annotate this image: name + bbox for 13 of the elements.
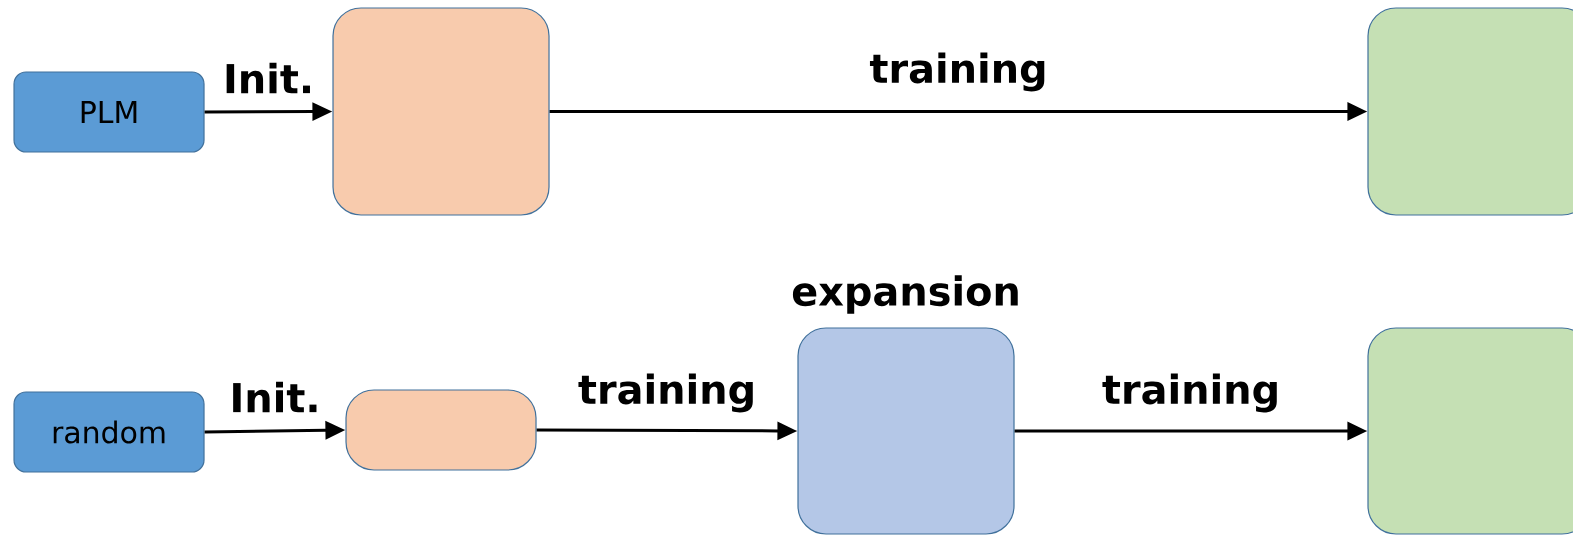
model-box	[332, 7, 550, 216]
edge-label: training	[578, 373, 753, 413]
model-box	[1367, 327, 1573, 535]
model-box	[1367, 7, 1573, 216]
node-label: expansion	[792, 275, 1018, 314]
edge-label: Init.	[226, 62, 310, 94]
edge-label: Init.	[233, 381, 317, 413]
input-box: random	[13, 391, 205, 473]
input-box: PLM	[13, 71, 205, 153]
edge-label: training	[869, 52, 1045, 92]
model-box: expansion	[792, 275, 1018, 535]
edge-label: training	[1102, 373, 1277, 413]
model-box	[345, 389, 537, 471]
